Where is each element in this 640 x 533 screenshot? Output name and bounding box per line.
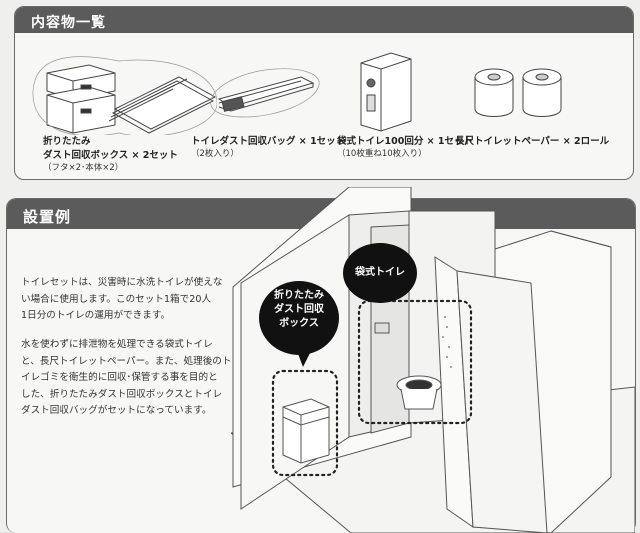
description-line: ダスト回収バッグがセットになっています。	[21, 405, 212, 417]
folding-dust-box-icon	[32, 56, 217, 135]
description-line: と、長尺トイレットペーパー。また、処理後のト	[21, 355, 232, 367]
toilet-booth-illustration	[231, 187, 635, 533]
dust-bag-icon	[210, 68, 320, 118]
bubble-bag-toilet: 袋式トイレ	[343, 243, 417, 303]
item-bag-toilet-title: 袋式トイレ100回分 × 1セット	[337, 136, 474, 147]
item-dust-box-title-line1: 折りたたみ	[43, 136, 91, 147]
description-line: い場合に使用します。このセット1箱で20人	[21, 293, 212, 305]
item-dust-bag-title: トイレダスト回収バッグ × 1セット	[191, 136, 346, 147]
item-dust-box-note: （フタ×2･本体×2）	[43, 163, 124, 173]
installation-title: 設置例	[23, 208, 72, 226]
item-bag-toilet-note: （10枚重ね10枚入り）	[337, 149, 427, 159]
item-paper-rolls-title: 長尺トイレットペーパー × 2ロール	[455, 136, 610, 147]
contents-panel: 内容物一覧 折りたたみ ダスト回収ボックス × 2セット	[14, 6, 634, 180]
installation-panel: 設置例 トイレセットは、災害時に水洗トイレが使えな い場合に使用します。このセッ…	[6, 187, 636, 533]
item-dust-bag-note: （2枚入り）	[191, 149, 239, 159]
bubble-dust-box-line: ボックス	[279, 318, 319, 329]
toilet-paper-rolls-icon	[474, 68, 562, 117]
bubble-dust-box-line: 折りたたみ	[274, 290, 324, 301]
description-line: した、折りたたみダスト回収ボックスとトイレ	[21, 388, 223, 400]
description-line: 水を使わずに排泄物を処理できる袋式トイレ	[21, 339, 213, 350]
description-paragraph-1: トイレセットは、災害時に水洗トイレが使えな い場合に使用します。このセット1箱で…	[21, 275, 243, 325]
bubble-dust-box-line: ダスト回収	[274, 304, 324, 315]
contents-header-bar: 内容物一覧	[15, 7, 633, 33]
bag-toilet-box-icon	[360, 52, 412, 132]
contents-title: 内容物一覧	[31, 15, 106, 31]
description-paragraph-2: 水を使わずに排泄物を処理できる袋式トイレ と、長尺トイレットペーパー。また、処理…	[21, 337, 243, 420]
description-line: イレゴミを衛生的に回収･保管する事を目的と	[21, 372, 218, 384]
item-dust-box-title-line2: ダスト回収ボックス × 2セット	[43, 150, 178, 161]
description-line: トイレセットは、災害時に水洗トイレが使えな	[21, 277, 223, 288]
description-line: 1日分のトイレの運用ができます。	[21, 310, 171, 322]
bubble-dust-box: 折りたたみ ダスト回収 ボックス	[259, 281, 339, 355]
